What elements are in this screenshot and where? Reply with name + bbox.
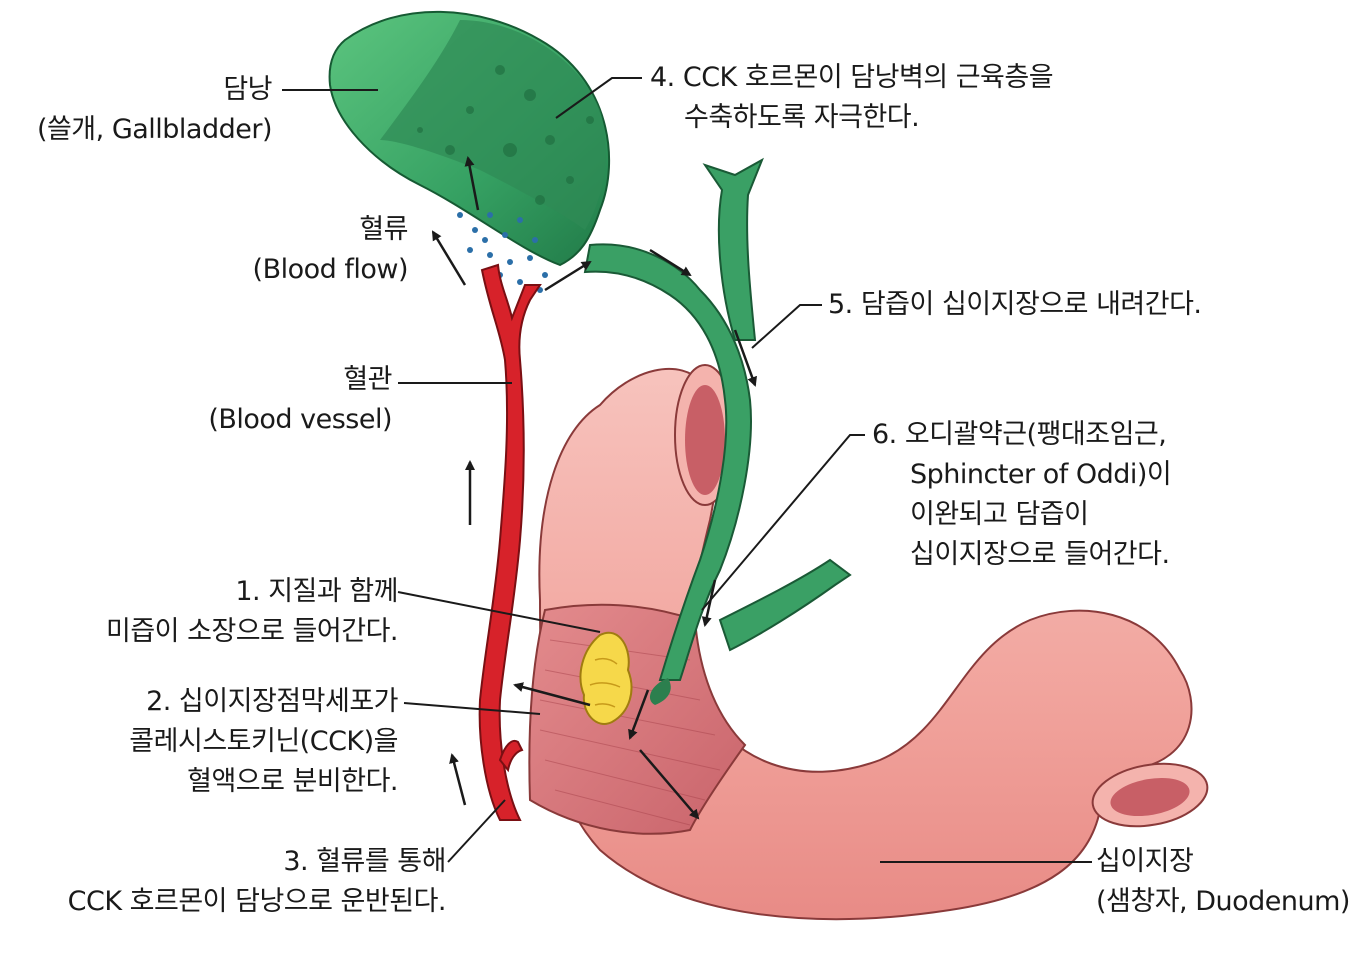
label-step2: 2. 십이지장점막세포가 콜레시스토키닌(CCK)을 혈액으로 분비한다.	[129, 682, 398, 802]
label-blood-flow-line1: 혈류	[359, 214, 408, 245]
gallbladder-shape	[328, 10, 611, 267]
label-step2-line1: 2. 십이지장점막세포가	[146, 686, 398, 717]
label-blood-flow: 혈류 (Blood flow)	[252, 210, 409, 290]
lipid-droplet	[579, 631, 633, 725]
leader-lines	[282, 77, 1092, 863]
label-step3-line2: CCK 호르몬이 담낭으로 운반된다.	[67, 886, 447, 917]
label-duodenum-line1: 십이지장	[1096, 846, 1194, 877]
blood-vessel	[478, 263, 542, 821]
label-step2-line2: 콜레시스토키닌(CCK)을	[129, 726, 398, 757]
label-step5: 5. 담즙이 십이지장으로 내려간다.	[828, 285, 1202, 325]
label-step6-line2: Sphincter of Oddi)이	[910, 459, 1172, 490]
label-step4-line2: 수축하도록 자극한다.	[684, 102, 920, 133]
label-step4-line1: 4. CCK 호르몬이 담낭벽의 근육층을	[650, 62, 1054, 93]
label-gallbladder: 담낭 (쓸개, Gallbladder)	[36, 70, 273, 150]
label-step6-line4: 십이지장으로 들어간다.	[910, 539, 1170, 570]
label-gallbladder-line2: (쓸개, Gallbladder)	[36, 114, 273, 145]
leader-step4	[555, 77, 642, 119]
arrow-blood-up-low	[449, 753, 467, 806]
arrow-bile-down-2	[733, 329, 757, 387]
arrow-chyme-down	[639, 749, 700, 820]
label-duodenum: 십이지장 (샘창자, Duodenum)	[1096, 842, 1350, 922]
label-step1-line1: 1. 지질과 함께	[235, 576, 398, 607]
leader-step1	[397, 591, 601, 633]
arrow-bile-down-1	[649, 248, 692, 277]
label-step6-line3: 이완되고 담즙이	[910, 499, 1089, 530]
label-blood-flow-line2: (Blood flow)	[252, 254, 409, 285]
arrow-bile-down-3	[701, 579, 717, 627]
leader-step3	[447, 799, 506, 863]
leader-step6	[701, 434, 865, 611]
label-step3-line1: 3. 혈류를 통해	[283, 846, 446, 877]
bile-duct	[583, 157, 852, 705]
leader-step5	[751, 304, 822, 349]
arrow-cck-out	[513, 682, 591, 707]
label-step4: 4. CCK 호르몬이 담낭벽의 근육층을 수축하도록 자극한다.	[650, 58, 1054, 138]
label-step2-line3: 혈액으로 분비한다.	[187, 766, 398, 797]
label-blood-vessel-line1: 혈관	[343, 364, 392, 395]
label-step5-line1: 5. 담즙이 십이지장으로 내려간다.	[828, 289, 1202, 320]
label-gallbladder-line1: 담낭	[223, 74, 272, 105]
label-step3: 3. 혈류를 통해 CCK 호르몬이 담낭으로 운반된다.	[67, 842, 447, 922]
label-step1: 1. 지질과 함께 미즙이 소장으로 들어간다.	[106, 572, 399, 652]
leader-step2	[403, 702, 541, 715]
label-duodenum-line2: (샘창자, Duodenum)	[1096, 886, 1350, 917]
arrow-bile-enter	[628, 689, 650, 740]
label-step1-line2: 미즙이 소장으로 들어간다.	[106, 616, 399, 647]
label-step6-line1: 6. 오디괄약근(팽대조임근,	[872, 419, 1167, 450]
label-blood-vessel-line2: (Blood vessel)	[208, 404, 392, 435]
arrow-blood-up-top	[431, 230, 467, 286]
arrow-to-duct	[544, 260, 592, 292]
label-blood-vessel: 혈관 (Blood vessel)	[208, 360, 392, 440]
arrow-into-gallbladder	[464, 156, 480, 211]
label-step6: 6. 오디괄약근(팽대조임근, Sphincter of Oddi)이 이완되고…	[872, 415, 1172, 575]
flow-arrows	[431, 156, 757, 820]
